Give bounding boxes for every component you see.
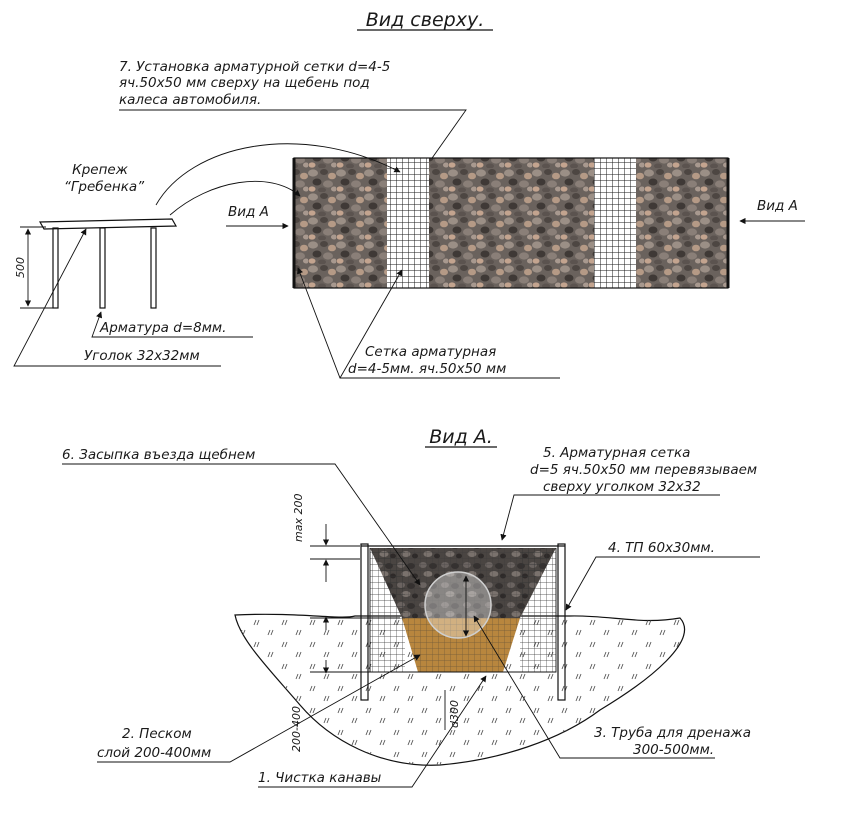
dim-d300-text: d300	[448, 700, 461, 728]
dim-max200: max 200	[292, 494, 360, 582]
top-view-title: Вид сверху.	[366, 9, 484, 31]
gravel-bed-top	[294, 158, 728, 288]
top-view: Вид сверху. 7. Установка арматурной сетк…	[13, 9, 805, 379]
dim-200-400: 200-400	[290, 616, 412, 752]
mesh-outline	[369, 548, 557, 673]
fastener-line1: Крепеж	[72, 162, 129, 178]
mesh-leader-right	[339, 269, 403, 379]
item2-leader	[97, 654, 421, 763]
item2-line2: слой 200-400мм	[97, 745, 211, 761]
dim-500-text: 500	[14, 257, 27, 278]
dim-d300: d300	[444, 575, 470, 730]
mesh-label-line1: Сетка арматурная	[365, 344, 496, 360]
post-right	[557, 543, 566, 701]
rebar-leader	[91, 311, 253, 338]
item1-leader	[258, 675, 487, 788]
item5-line2: d=5 яч.50х50 мм перевязываем	[530, 462, 757, 478]
item3-leader	[473, 615, 715, 759]
mesh-strip-left	[387, 158, 429, 288]
item6-leader	[62, 463, 421, 586]
view-a-left-label: Вид А	[228, 204, 269, 220]
note7-line3: калеса автомобиля.	[119, 92, 261, 108]
item4-label: 4. ТП 60х30мм.	[608, 540, 715, 556]
note7-leader	[119, 109, 467, 179]
fastener-line2: “Гребенка”	[64, 179, 145, 195]
mesh-label-line2: d=4-5мм. яч.50х50 мм	[348, 361, 506, 377]
mesh-wall-right	[520, 548, 556, 672]
note7-line2: яч.50х50 мм сверху на щебень под	[119, 75, 370, 91]
view-a-right-label: Вид А	[757, 198, 798, 214]
section-view-title: Вид А.	[429, 426, 493, 448]
rebar-label: Арматура d=8мм.	[99, 320, 226, 336]
mesh-wall-left	[370, 548, 405, 672]
item3-line2: 300-500мм.	[633, 742, 714, 758]
post-left	[360, 543, 369, 701]
dim-500: 500	[14, 226, 54, 309]
angle-label: Уголок 32х32мм	[84, 348, 200, 364]
fastener-curve-lower	[169, 180, 301, 216]
soil-hatch	[235, 614, 685, 766]
item3-line1: 3. Труба для дренажа	[594, 725, 751, 741]
dim-200-400-text: 200-400	[290, 706, 303, 752]
section-view: Вид А. max 200	[62, 426, 760, 788]
comb-fastener	[38, 218, 178, 309]
sand-mesh-overlay	[402, 618, 520, 672]
item6-label: 6. Засыпка въезда щебнем	[62, 447, 255, 463]
dim-max200-text: max 200	[292, 494, 305, 542]
item5-line1: 5. Арматурная сетка	[543, 445, 690, 461]
item5-line3: сверху уголком 32х32	[543, 479, 701, 495]
item5-leader	[500, 494, 720, 541]
item1-label: 1. Чистка канавы	[258, 770, 382, 786]
item4-leader	[565, 556, 760, 611]
mesh-strip-right	[594, 158, 636, 288]
angle-leader	[13, 228, 221, 367]
item2-line1: 2. Песком	[122, 726, 192, 742]
fastener-curve-upper	[155, 143, 401, 206]
note7-line1: 7. Установка арматурной сетки d=4-5	[119, 59, 390, 75]
